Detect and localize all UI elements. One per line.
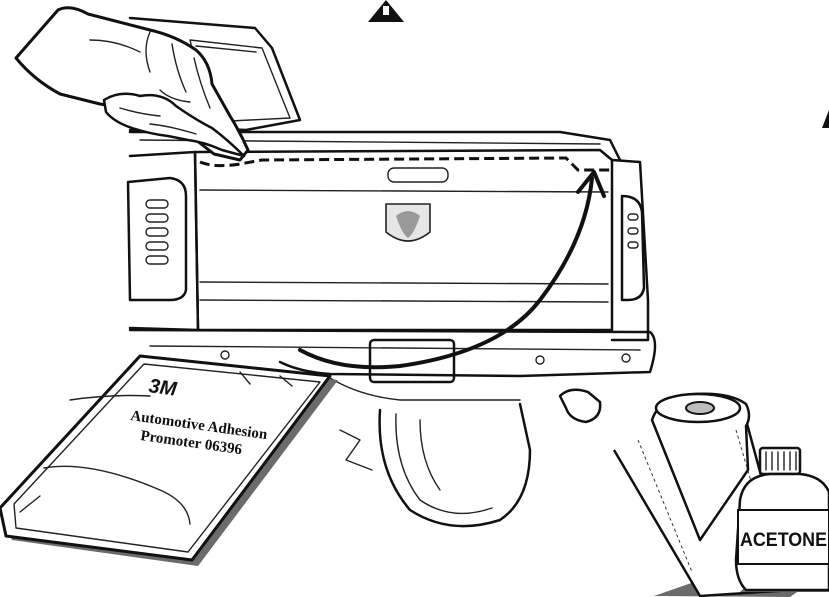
- warning-icon: [368, 0, 404, 22]
- packet-brand: 3M: [147, 375, 179, 401]
- curved-arrow-icon: [300, 172, 604, 367]
- warning-icon-edge: [822, 110, 829, 128]
- left-tail-lamp: [128, 178, 186, 300]
- acetone-label: ACETONE: [740, 530, 827, 551]
- ram-logo-icon: [386, 204, 430, 241]
- right-tail-lamp: [622, 196, 644, 300]
